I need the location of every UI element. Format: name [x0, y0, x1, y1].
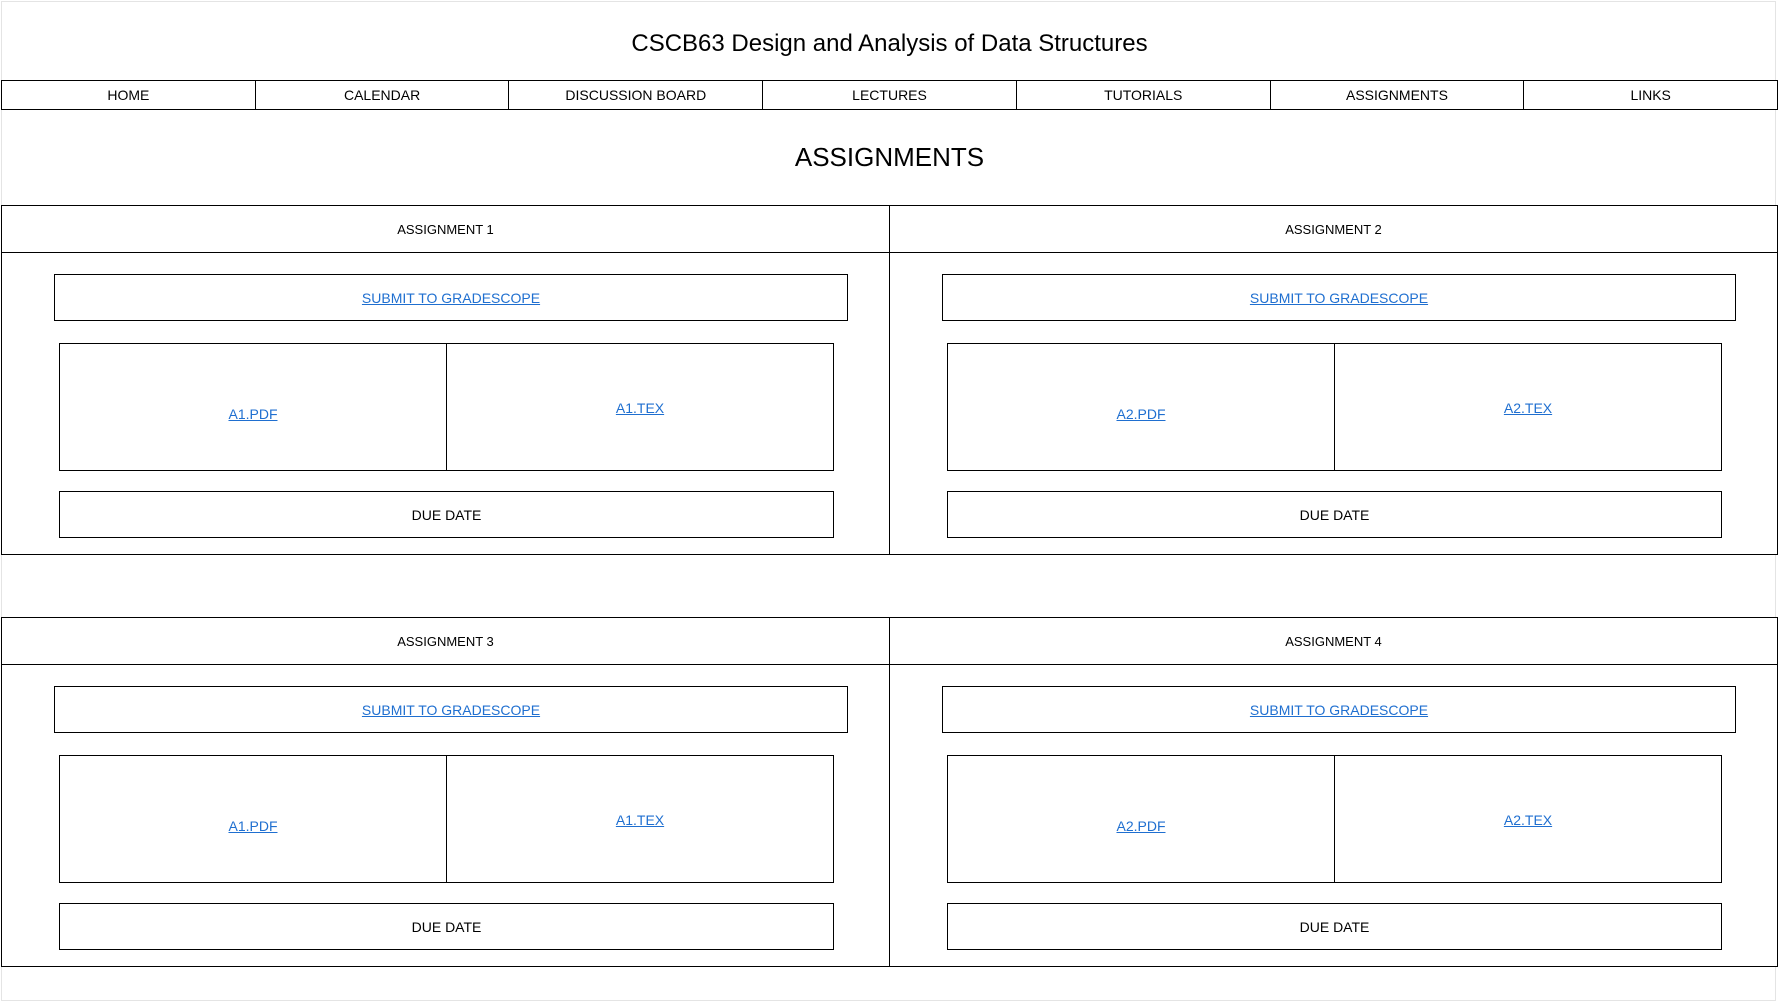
site-title: CSCB63 Design and Analysis of Data Struc… [631, 30, 1148, 57]
files-row: A2.PDF A2.TEX [947, 343, 1722, 471]
pdf-cell: A1.PDF [60, 756, 447, 882]
tex-link[interactable]: A1.TEX [615, 400, 665, 416]
pdf-cell: A2.PDF [948, 756, 1335, 882]
tex-cell: A1.TEX [447, 344, 833, 470]
pdf-cell: A2.PDF [948, 344, 1335, 470]
assignment-title: ASSIGNMENT 4 [890, 618, 1777, 665]
due-date: DUE DATE [59, 903, 834, 950]
due-date: DUE DATE [59, 491, 834, 538]
nav-item-discussion-board[interactable]: DISCUSSION BOARD [508, 80, 764, 110]
tex-link[interactable]: A1.TEX [615, 812, 665, 828]
pdf-cell: A1.PDF [60, 344, 447, 470]
submit-box: SUBMIT TO GRADESCOPE [54, 686, 848, 733]
tex-link[interactable]: A2.TEX [1503, 812, 1553, 828]
nav-item-home[interactable]: HOME [1, 80, 256, 110]
submit-to-gradescope-link[interactable]: SUBMIT TO GRADESCOPE [1249, 701, 1429, 718]
due-date: DUE DATE [947, 491, 1722, 538]
tex-cell: A2.TEX [1335, 344, 1721, 470]
nav-item-assignments[interactable]: ASSIGNMENTS [1269, 80, 1525, 110]
files-row: A1.PDF A1.TEX [59, 755, 834, 883]
assignment-card-2: ASSIGNMENT 2 SUBMIT TO GRADESCOPE A2.PDF… [889, 205, 1778, 555]
pdf-link[interactable]: A2.PDF [1116, 818, 1166, 834]
assignment-title: ASSIGNMENT 1 [2, 206, 889, 253]
pdf-link[interactable]: A1.PDF [228, 406, 278, 422]
nav-item-tutorials[interactable]: TUTORIALS [1015, 80, 1271, 110]
nav-item-links[interactable]: LINKS [1523, 80, 1779, 110]
assignment-card-3: ASSIGNMENT 3 SUBMIT TO GRADESCOPE A1.PDF… [1, 617, 890, 967]
page-heading: ASSIGNMENTS [794, 142, 985, 172]
tex-cell: A1.TEX [447, 756, 833, 882]
submit-box: SUBMIT TO GRADESCOPE [942, 274, 1736, 321]
submit-to-gradescope-link[interactable]: SUBMIT TO GRADESCOPE [361, 289, 541, 306]
submit-to-gradescope-link[interactable]: SUBMIT TO GRADESCOPE [1249, 289, 1429, 306]
assignment-title: ASSIGNMENT 3 [2, 618, 889, 665]
assignment-title: ASSIGNMENT 2 [890, 206, 1777, 253]
assignment-card-4: ASSIGNMENT 4 SUBMIT TO GRADESCOPE A2.PDF… [889, 617, 1778, 967]
submit-box: SUBMIT TO GRADESCOPE [54, 274, 848, 321]
files-row: A2.PDF A2.TEX [947, 755, 1722, 883]
pdf-link[interactable]: A1.PDF [228, 818, 278, 834]
tex-cell: A2.TEX [1335, 756, 1721, 882]
assignment-card-1: ASSIGNMENT 1 SUBMIT TO GRADESCOPE A1.PDF… [1, 205, 890, 555]
submit-to-gradescope-link[interactable]: SUBMIT TO GRADESCOPE [361, 701, 541, 718]
files-row: A1.PDF A1.TEX [59, 343, 834, 471]
due-date: DUE DATE [947, 903, 1722, 950]
pdf-link[interactable]: A2.PDF [1116, 406, 1166, 422]
main-nav: HOME CALENDAR DISCUSSION BOARD LECTURES … [1, 80, 1779, 110]
nav-item-lectures[interactable]: LECTURES [762, 80, 1017, 110]
submit-box: SUBMIT TO GRADESCOPE [942, 686, 1736, 733]
tex-link[interactable]: A2.TEX [1503, 400, 1553, 416]
nav-item-calendar[interactable]: CALENDAR [254, 80, 510, 110]
